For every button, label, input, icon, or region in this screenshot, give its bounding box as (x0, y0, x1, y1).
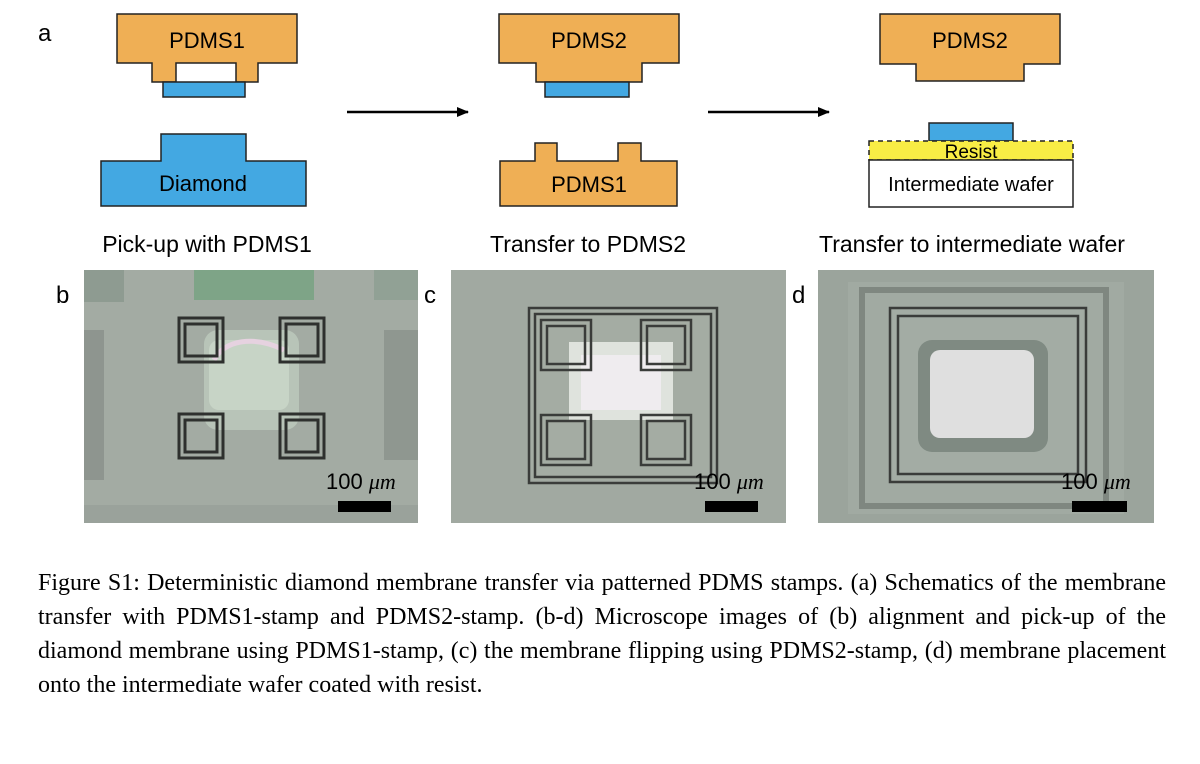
resist-label: Resist (945, 142, 999, 163)
step2-bottom-block-label: PDMS1 (551, 172, 627, 197)
pdms1-stamp-shape (116, 13, 298, 83)
figure-caption: Figure S1: Deterministic diamond membran… (38, 570, 1166, 698)
scale-label-c: 100 μm (694, 471, 764, 493)
wafer-label: Intermediate wafer (888, 174, 1054, 196)
picked-membrane (162, 81, 246, 98)
scale-number-d: 100 (1061, 469, 1098, 494)
scale-label-b: 100 μm (326, 471, 396, 493)
panel-a-letter: a (38, 20, 52, 47)
pdms2-stamp-released-shape (879, 13, 1061, 82)
panel-b-letter: b (56, 282, 70, 309)
diamond-substrate-shape (100, 133, 307, 207)
scale-number-c: 100 (694, 469, 731, 494)
micrograph-c (451, 270, 786, 523)
scale-bar-c (705, 501, 758, 512)
step1-bottom-block-label: Diamond (159, 171, 247, 196)
scale-number-b: 100 (326, 469, 363, 494)
micrograph-c-image (451, 270, 786, 523)
intermediate-wafer (868, 159, 1074, 208)
scale-unit-c: μm (736, 469, 764, 494)
pdms2-stamp-shape (498, 13, 680, 83)
scale-unit-b: μm (368, 469, 396, 494)
step2-caption: Transfer to PDMS2 (490, 231, 686, 257)
panel-d-letter: d (792, 282, 806, 309)
step1-top-block-label: PDMS1 (169, 28, 245, 53)
step3-caption: Transfer to intermediate wafer (819, 231, 1125, 257)
placed-membrane (928, 122, 1014, 142)
panel-c-letter: c (424, 282, 436, 309)
pdms1-bottom-stamp-shape (499, 142, 678, 207)
scale-label-d: 100 μm (1061, 471, 1131, 493)
micrograph-b (84, 270, 418, 523)
flipped-membrane (544, 81, 630, 98)
step1-caption: Pick-up with PDMS1 (102, 231, 312, 257)
scale-bar-b (338, 501, 391, 512)
micrograph-d-image (818, 270, 1154, 523)
step2-top-block-label: PDMS2 (551, 28, 627, 53)
step3-top-block-label: PDMS2 (932, 28, 1008, 53)
micrograph-b-image (84, 270, 418, 523)
transfer-schematic: PDMS1 Diamond PDMS2 PDMS1 PDMS2 Resist I… (100, 13, 1074, 208)
scale-bar-d (1072, 501, 1127, 512)
micrograph-d (818, 270, 1154, 523)
scale-unit-d: μm (1103, 469, 1131, 494)
